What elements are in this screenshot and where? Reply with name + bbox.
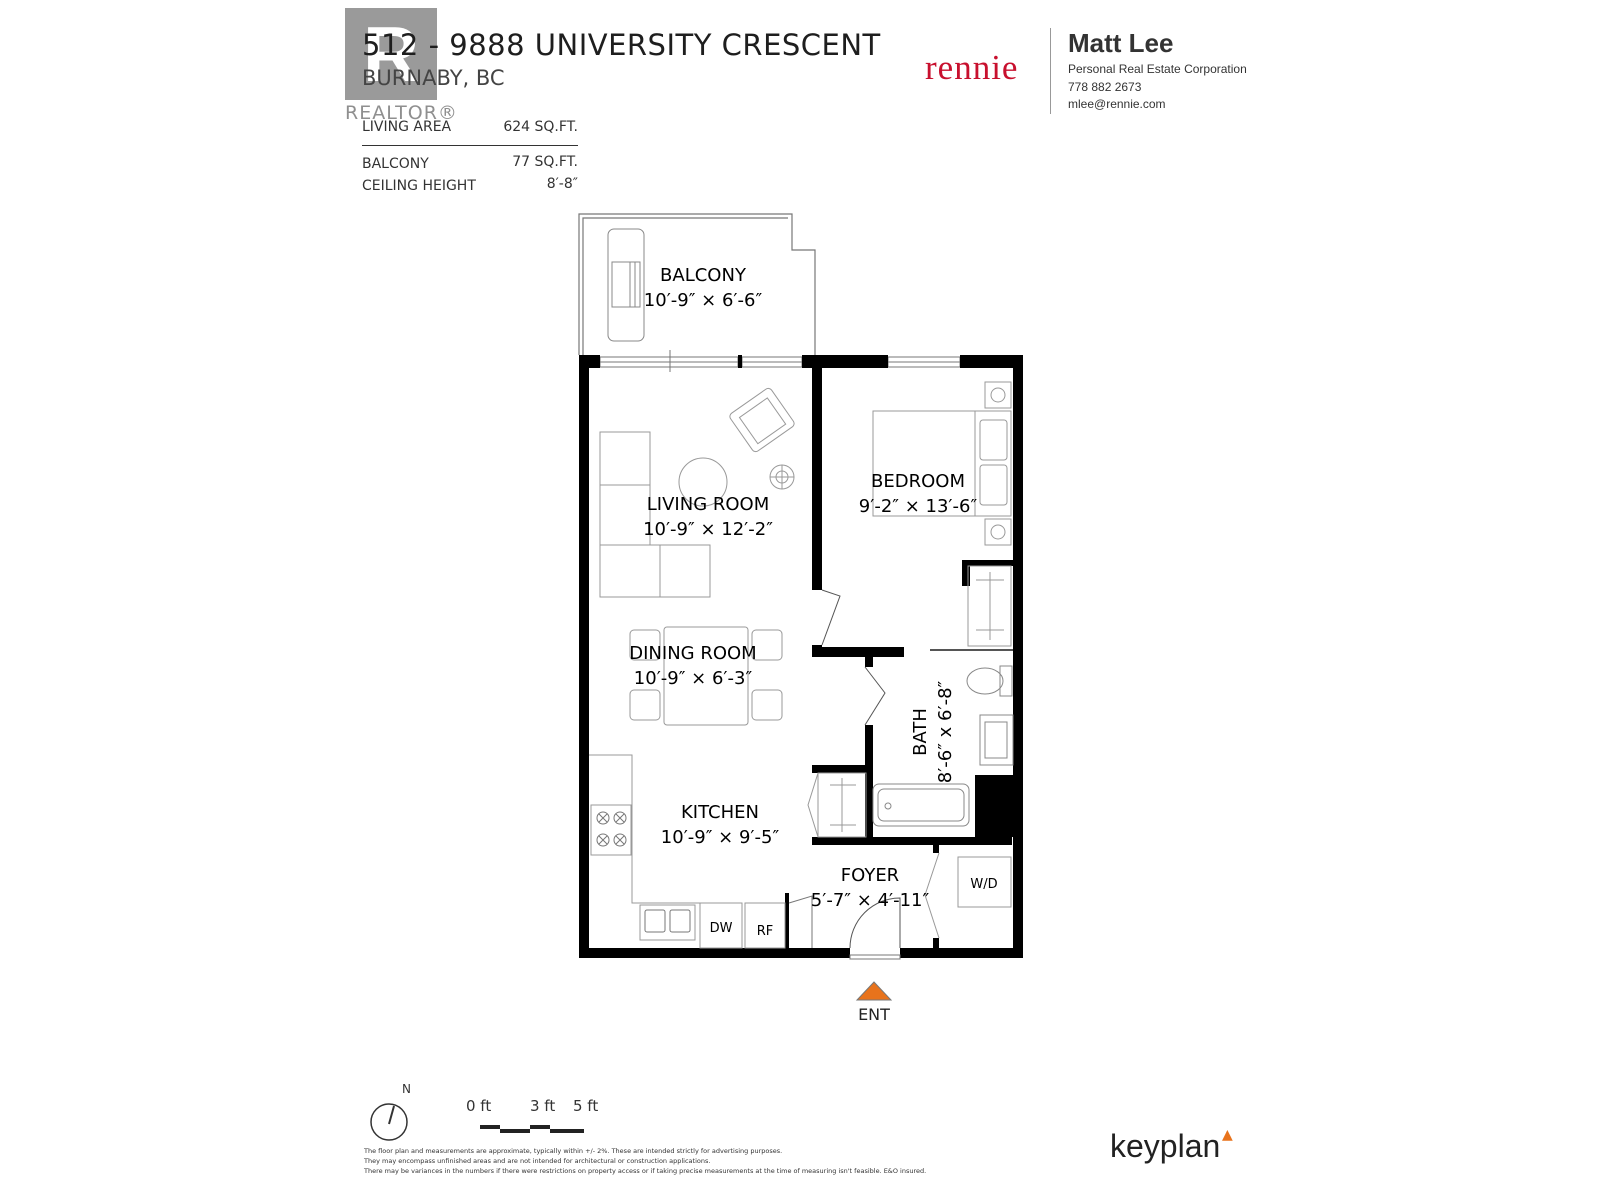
dining-room-dims: 10′-9″ × 6′-3″ xyxy=(634,668,753,689)
fridge-label: RF xyxy=(757,924,774,939)
agent-phone[interactable]: 778 882 2673 xyxy=(1068,80,1142,94)
sofa xyxy=(599,431,711,598)
dining-room-label: DINING ROOM xyxy=(629,643,756,664)
agent-title: Personal Real Estate Corporation xyxy=(1068,62,1247,76)
stat-living-area-label: LIVING AREA xyxy=(362,119,452,135)
balcony-outline xyxy=(578,213,816,355)
kitchen-counters xyxy=(589,754,786,949)
scale-bar xyxy=(480,1125,584,1133)
laundry-closet xyxy=(924,852,1012,939)
armchair xyxy=(729,387,795,453)
balcony-lounger xyxy=(607,228,645,342)
bedroom-door xyxy=(821,589,841,646)
entry-threshold xyxy=(849,954,901,960)
kitchen-sink xyxy=(644,909,691,933)
floor-lamp xyxy=(769,464,795,490)
realtor-logo xyxy=(345,8,437,100)
agent-name: Matt Lee xyxy=(1068,28,1174,58)
north-windows xyxy=(599,350,961,372)
scale-label-3: 3 ft xyxy=(530,1097,556,1115)
foyer-dims: 5′-7″ × 4′-11″ xyxy=(811,890,930,911)
stat-balcony-label: BALCONY xyxy=(362,156,429,172)
bath-label: BATH xyxy=(910,708,931,756)
foyer-label: FOYER xyxy=(841,865,899,886)
cooktop-burners xyxy=(596,811,627,847)
foyer-closet-door xyxy=(788,895,813,948)
scale-label-5: 5 ft xyxy=(573,1097,599,1115)
dining-set xyxy=(629,626,783,726)
realtor-logo-wordmark: REALTOR® xyxy=(345,102,458,124)
entrance-label: ENT xyxy=(858,1005,890,1024)
entry-door-swing xyxy=(849,897,901,949)
stats-divider xyxy=(362,145,578,146)
kitchen-dims: 10′-9″ × 9′-5″ xyxy=(661,827,780,848)
compass-north-label: N xyxy=(402,1082,411,1096)
bath-door xyxy=(864,666,886,726)
bath-sink xyxy=(979,714,1014,766)
bath-dims: 8′-6″ x 6′-8″ xyxy=(935,680,956,783)
bedroom-dims: 9′-2″ × 13′-6″ xyxy=(859,496,978,517)
entrance-marker xyxy=(855,981,893,1001)
kitchen-closet xyxy=(807,772,867,838)
walls xyxy=(579,355,1023,958)
kitchen-label: KITCHEN xyxy=(681,802,759,823)
listing-city: BURNABY, BC xyxy=(362,66,505,90)
keyplan-logo: keyplan xyxy=(1110,1128,1221,1164)
disclaimer-line-2: They may encompass unfinished areas and … xyxy=(364,1157,711,1165)
disclaimer-line-3: There may be variances in the numbers if… xyxy=(364,1167,927,1175)
keyplan-flame-icon: ▲ xyxy=(1222,1127,1233,1143)
living-room-dims: 10′-9″ × 12′-2″ xyxy=(643,519,773,540)
toilet xyxy=(966,665,1013,697)
realtor-logo-letter: R xyxy=(362,10,420,98)
washer-dryer-label: W/D xyxy=(970,877,997,892)
stat-ceiling-value: 8′-8″ xyxy=(546,176,578,192)
living-room-label: LIVING ROOM xyxy=(647,494,769,515)
compass-icon xyxy=(370,1103,408,1141)
stat-ceiling-label: CEILING HEIGHT xyxy=(362,178,476,194)
balcony-dims: 10′-9″ × 6′-6″ xyxy=(644,290,763,311)
bed xyxy=(872,410,1012,517)
disclaimer-line-1: The floor plan and measurements are appr… xyxy=(364,1147,783,1155)
scale-label-0: 0 ft xyxy=(466,1097,492,1115)
stat-balcony-value: 77 SQ.FT. xyxy=(512,154,578,170)
rennie-logo: rennie xyxy=(925,48,1019,87)
nightstands xyxy=(984,381,1012,546)
listing-address: 512 - 9888 UNIVERSITY CRESCENT xyxy=(362,28,881,62)
balcony-label: BALCONY xyxy=(660,265,747,286)
bathtub xyxy=(872,783,970,827)
dishwasher-label: DW xyxy=(710,921,733,936)
header-divider xyxy=(1050,28,1051,114)
bedroom-label: BEDROOM xyxy=(871,471,965,492)
coffee-table xyxy=(678,457,728,507)
agent-email[interactable]: mlee@rennie.com xyxy=(1068,97,1166,111)
stat-living-area-value: 624 SQ.FT. xyxy=(503,119,578,135)
bedroom-closet xyxy=(967,565,1012,647)
